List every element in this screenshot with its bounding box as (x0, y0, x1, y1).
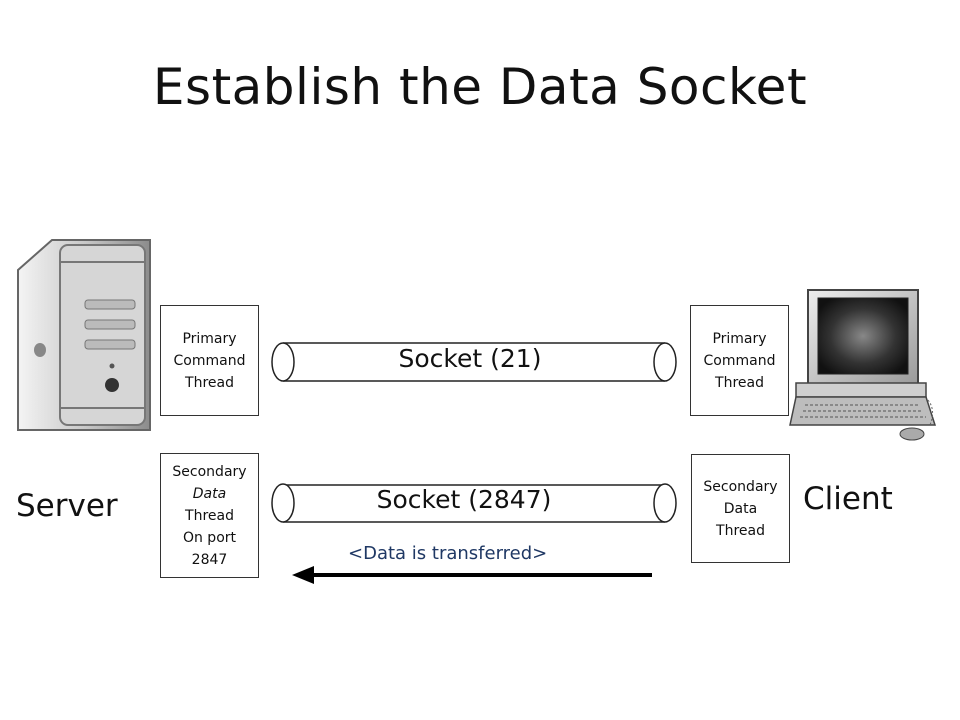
client-label: Client (803, 481, 893, 517)
client-secondary-thread-box: Secondary Data Thread (691, 454, 790, 563)
client-primary-thread-box: Primary Command Thread (690, 305, 789, 416)
box-line: Command (703, 352, 776, 369)
box-line: Primary (182, 330, 237, 347)
box-line: Primary (712, 330, 767, 347)
box-line: Data (192, 485, 227, 502)
desktop-computer-icon (789, 289, 937, 441)
box-line: Thread (185, 374, 234, 391)
server-tower-icon (17, 239, 151, 431)
box-line: Data (723, 500, 758, 517)
server-secondary-thread-box: Secondary Data Thread On port 2847 (160, 453, 259, 578)
socket-data-pipe (271, 483, 677, 523)
box-line: Thread (716, 522, 765, 539)
slide-title: Establish the Data Socket (152, 58, 808, 116)
socket-control-label: Socket (21) (398, 344, 542, 373)
box-line: Thread (185, 507, 234, 524)
box-line: Secondary (172, 463, 247, 480)
socket-data-label: Socket (2847) (376, 485, 552, 514)
box-line: Command (173, 352, 246, 369)
server-label: Server (16, 488, 118, 524)
left-arrow-icon (292, 566, 652, 584)
server-primary-thread-box: Primary Command Thread (160, 305, 259, 416)
box-line: Secondary (703, 478, 778, 495)
box-line: 2847 (191, 551, 228, 568)
box-line: On port (182, 529, 237, 546)
box-line: Thread (715, 374, 764, 391)
socket-control-pipe (271, 342, 677, 382)
transfer-label: <Data is transferred> (348, 543, 548, 564)
